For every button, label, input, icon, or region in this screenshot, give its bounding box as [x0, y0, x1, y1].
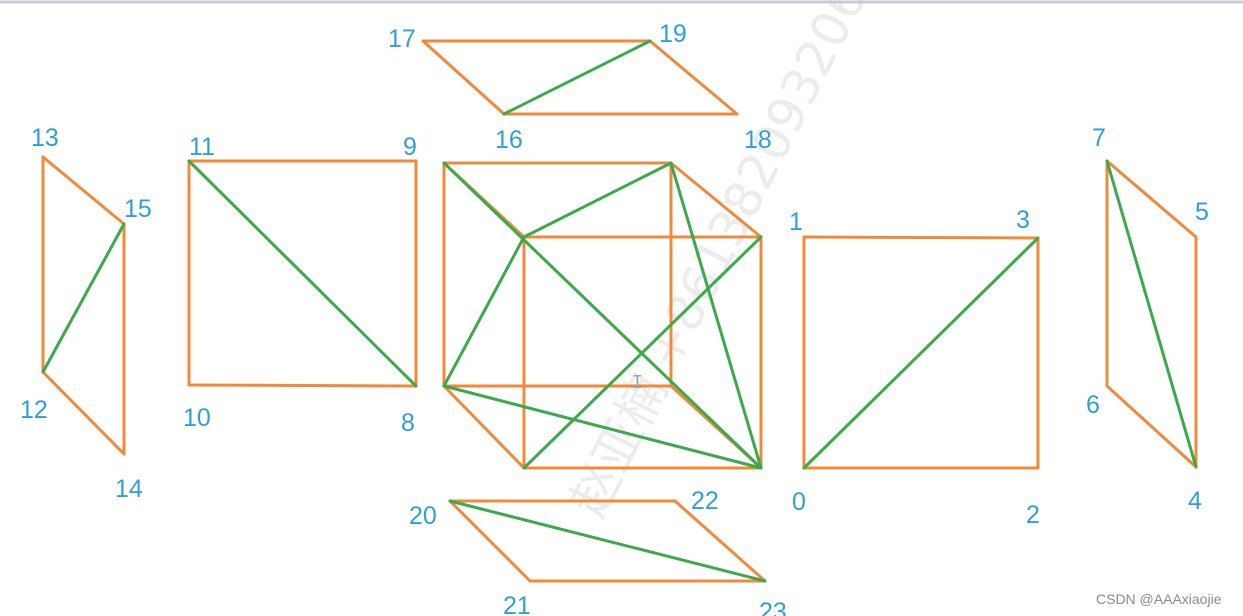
diagonal-7-4: [1105, 159, 1198, 469]
edge-19-18: [648, 39, 739, 116]
vertex-label-5: 5: [1195, 198, 1209, 226]
diagonal-16-19: [502, 39, 652, 116]
vertex-label-16: 16: [495, 126, 523, 154]
vertex-label-7: 7: [1092, 124, 1106, 152]
text-cursor-icon: I: [632, 372, 643, 393]
diagonal-20-23: [448, 499, 767, 583]
diagonal-0-3: [802, 236, 1040, 470]
vertex-label-11: 11: [189, 133, 215, 161]
vertex-label-8: 8: [401, 409, 415, 437]
watermark-text: 赵亚楠 +8613820932068: [559, 0, 893, 525]
edge-6-4: [1105, 384, 1198, 469]
edge-12-14: [41, 370, 126, 456]
edge-10-8: [187, 383, 418, 388]
cube-diag-6: [669, 161, 763, 470]
edge-7-5: [1105, 159, 1198, 239]
vertex-label-4: 4: [1188, 487, 1202, 515]
face-0-1-3-2: [802, 235, 1040, 470]
face-10-11-9-8: [187, 159, 418, 388]
face-left-12-13-15-14: [41, 155, 126, 456]
vertex-label-19: 19: [659, 20, 687, 48]
vertex-label-17: 17: [388, 25, 416, 53]
vertex-labels: 13 15 12 14 11 9 10 8 17 19 16 18 20 22 …: [20, 20, 1209, 616]
vertex-label-21: 21: [503, 592, 531, 616]
edge-22-23: [673, 499, 767, 583]
face-top-16-17-19-18: [421, 39, 739, 116]
edge-1-3: [802, 235, 1040, 240]
csdn-credit: CSDN @AAAxiaojie: [1096, 591, 1222, 607]
vertex-label-1: 1: [789, 208, 803, 236]
diagonal-11-8: [187, 159, 418, 388]
vertex-label-3: 3: [1016, 206, 1030, 234]
edge-20-21: [448, 499, 532, 583]
vertex-label-13: 13: [31, 124, 59, 152]
vertex-label-12: 12: [20, 396, 48, 424]
cube-diag-5: [522, 235, 763, 470]
cube-diag-4: [442, 384, 763, 470]
central-cube: [442, 161, 763, 470]
diagonal-12-15: [41, 222, 126, 374]
edge-13-15: [41, 155, 126, 226]
vertex-label-20: 20: [409, 502, 437, 530]
vertex-label-15: 15: [124, 195, 152, 223]
cube-link-top-right: [669, 161, 763, 239]
vertex-label-10: 10: [183, 404, 211, 432]
face-bottom-20-21-23-22: [448, 499, 767, 583]
vertex-label-18: 18: [744, 126, 772, 154]
vertex-label-23: 23: [759, 598, 787, 616]
face-right-6-7-5-4: [1105, 159, 1198, 469]
vertex-label-0: 0: [792, 488, 806, 516]
vertex-label-2: 2: [1026, 501, 1040, 529]
vertex-label-22: 22: [691, 487, 719, 515]
cube-diag-1: [442, 161, 763, 470]
vertex-label-9: 9: [403, 133, 417, 161]
edge-17-16: [421, 39, 506, 116]
vertex-label-14: 14: [115, 475, 143, 503]
vertex-label-6: 6: [1086, 391, 1100, 419]
cube-diag-3: [442, 235, 526, 388]
cube-diag-2: [522, 161, 673, 239]
cube-link-bottom-left: [442, 384, 526, 470]
